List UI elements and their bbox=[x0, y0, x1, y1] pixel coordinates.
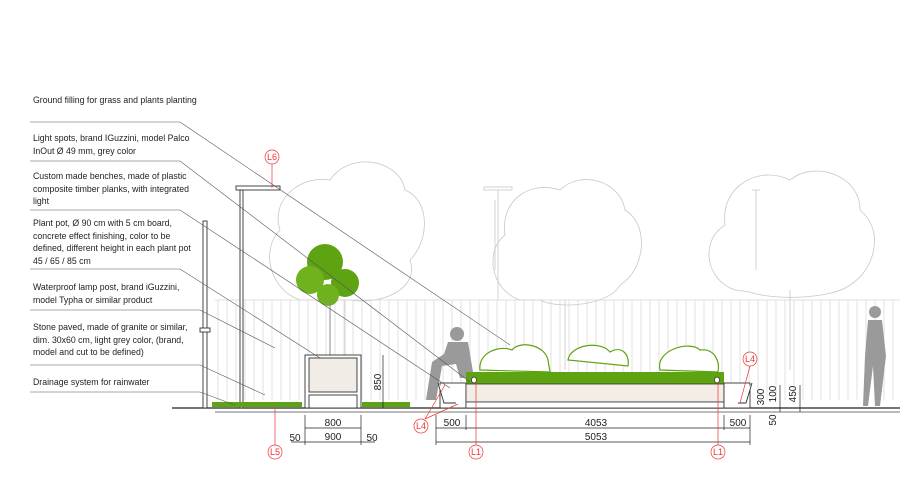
large-planter bbox=[465, 344, 725, 409]
bench-left bbox=[437, 382, 467, 409]
seated-person bbox=[426, 327, 474, 400]
note-light-spots: Light spots, brand IGuzzini, model Palco… bbox=[33, 133, 190, 157]
lamp-post bbox=[235, 185, 281, 409]
standing-person bbox=[863, 306, 886, 406]
background-trees bbox=[269, 161, 875, 370]
dim-planter-inner: 4053 bbox=[585, 418, 608, 429]
dim-pot-height: 850 bbox=[373, 373, 384, 390]
note-plant-pot: Plant pot, Ø 90 cm with 5 cm board, conc… bbox=[33, 218, 191, 267]
dim-planter-total: 5053 bbox=[585, 432, 608, 443]
dim-step-450: 450 bbox=[788, 385, 799, 402]
tag-l6: L6 bbox=[267, 152, 277, 162]
leader-lines bbox=[30, 121, 511, 406]
dim-pot-board-right: 50 bbox=[366, 433, 378, 444]
dim-bench-right: 500 bbox=[730, 418, 747, 429]
drainage-post bbox=[199, 220, 211, 409]
tag-l1: L1 bbox=[713, 447, 723, 457]
dim-step-300: 300 bbox=[756, 388, 767, 405]
tag-l4: L4 bbox=[745, 354, 755, 364]
note-lamp-post: Waterproof lamp post, brand iGuzzini, mo… bbox=[33, 282, 180, 306]
dimension-lines bbox=[291, 355, 801, 445]
note-drainage: Drainage system for rainwater bbox=[33, 377, 150, 388]
ground-grass bbox=[212, 402, 410, 407]
tag-l1: L1 bbox=[471, 447, 481, 457]
tag-l5: L5 bbox=[270, 447, 280, 457]
plant-pot bbox=[304, 354, 362, 409]
tag-markers bbox=[264, 149, 758, 460]
dim-step-50: 50 bbox=[768, 414, 779, 426]
dim-pot-outer: 900 bbox=[325, 432, 342, 443]
tag-l4: L4 bbox=[416, 421, 426, 431]
dim-pot-inner: 800 bbox=[325, 418, 342, 429]
note-benches: Custom made benches, made of plastic com… bbox=[33, 171, 189, 207]
note-stone-paving: Stone paved, made of granite or similar,… bbox=[33, 322, 188, 358]
bench-right bbox=[723, 382, 753, 409]
tree-in-pot bbox=[296, 244, 359, 380]
note-ground-filling: Ground filling for grass and plants plan… bbox=[33, 95, 197, 106]
dim-bench-left: 500 bbox=[444, 418, 461, 429]
dim-step-100: 100 bbox=[768, 385, 779, 402]
dim-pot-board-left: 50 bbox=[289, 433, 301, 444]
